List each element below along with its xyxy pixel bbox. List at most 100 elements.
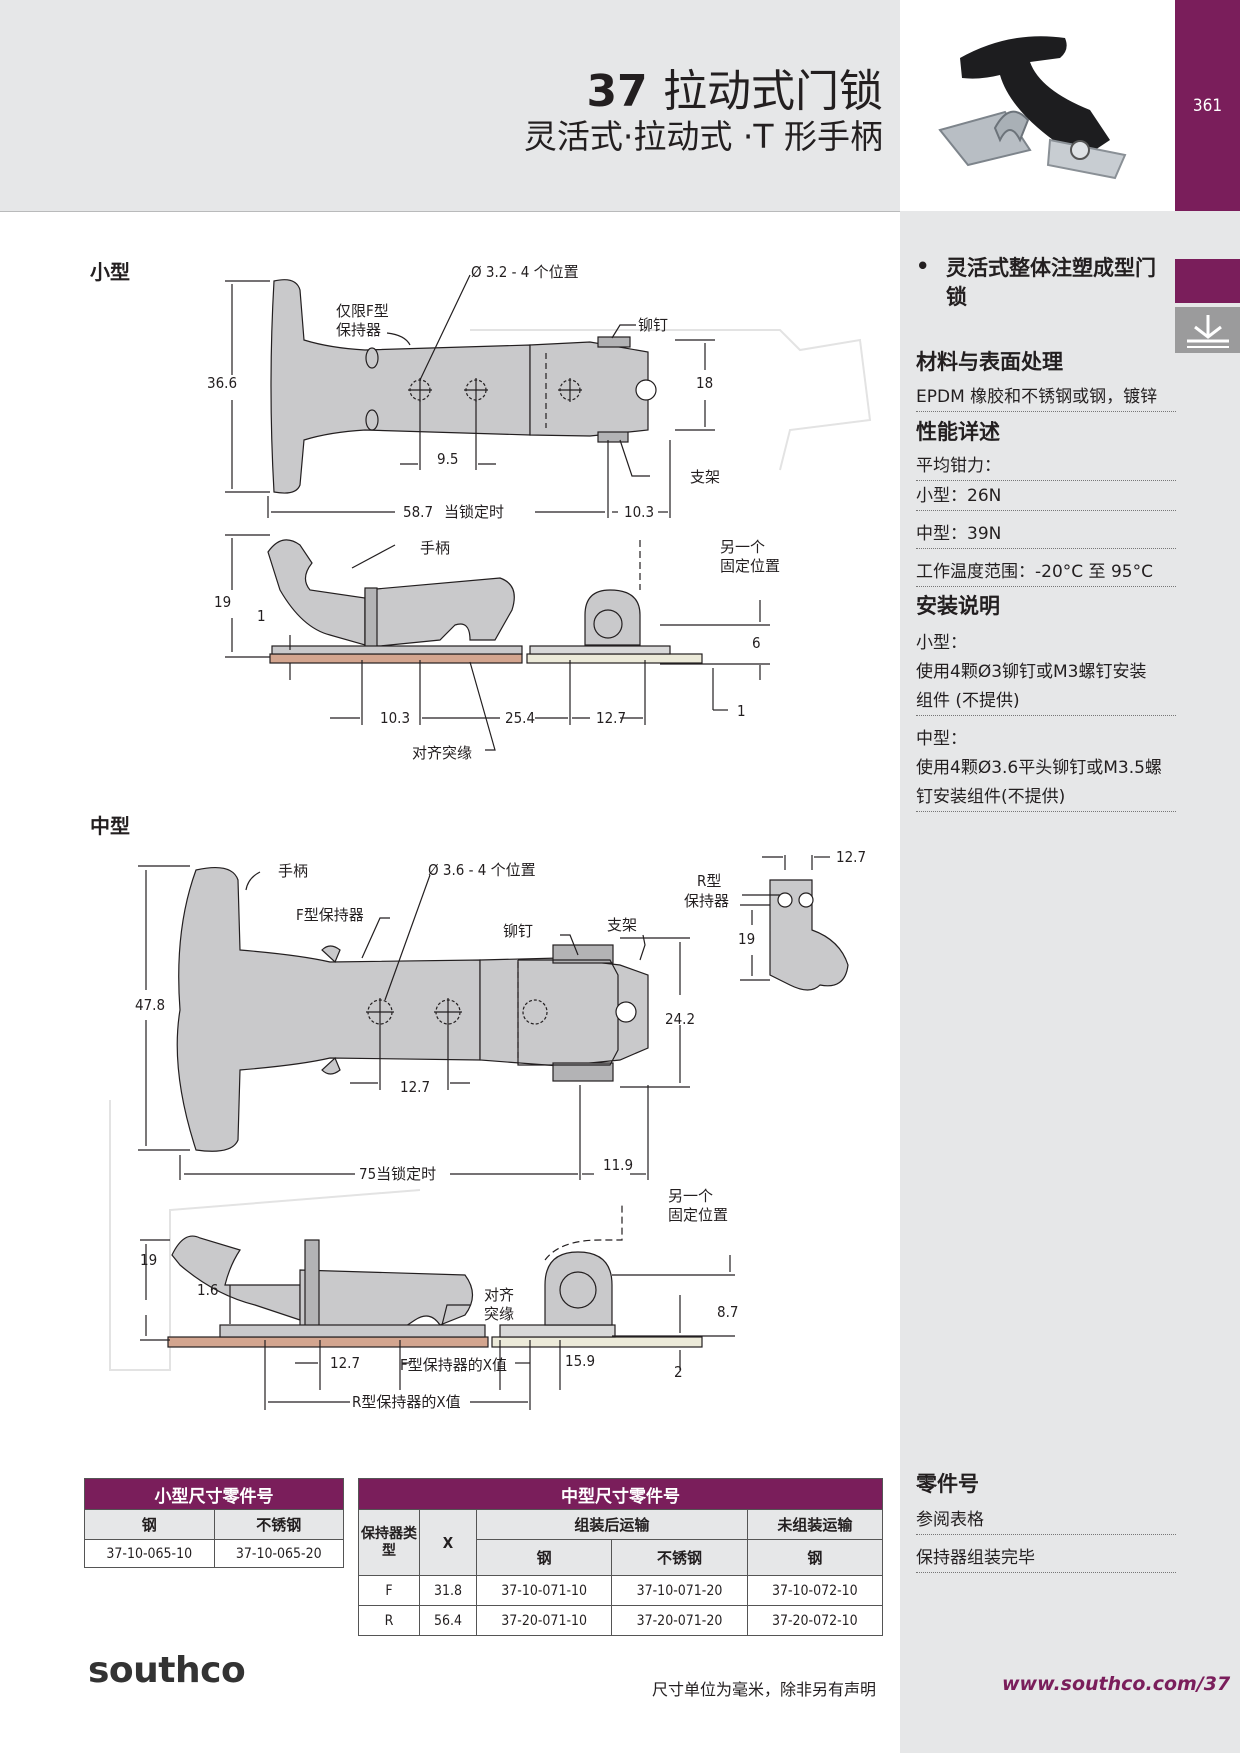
- table-cell: 37-10-072-10: [746, 1575, 884, 1606]
- col-retainer-type: 保持器类型: [358, 1509, 420, 1576]
- table-row: F 31.8 37-10-071-10 37-10-071-20 37-10-0…: [358, 1575, 884, 1606]
- perf-row: 平均钳力：: [916, 451, 1176, 481]
- small-rivet-label: 铆钉: [638, 316, 668, 334]
- dim-label: 12.7: [596, 709, 626, 727]
- dim-label: 19: [738, 930, 755, 948]
- dim-label: 1: [257, 607, 266, 625]
- table-cell: F: [358, 1575, 420, 1606]
- medium-r-x: R型保持器的X值: [352, 1393, 461, 1411]
- dim-label: 24.2: [665, 1010, 695, 1028]
- small-handle-side: [267, 539, 366, 646]
- table-cell: 37-10-071-10: [475, 1575, 613, 1606]
- small-lever-side: [364, 577, 515, 647]
- col-steel: 钢: [475, 1539, 613, 1576]
- small-table-header: 不锈钢: [213, 1509, 344, 1540]
- r-retainer-label: 保持器: [684, 892, 729, 910]
- install-small-label: 小型：: [916, 633, 967, 653]
- small-alt-pos: 固定位置: [720, 557, 780, 575]
- feature-bullet: •: [916, 254, 930, 278]
- table-cell: 37-10-071-20: [611, 1575, 748, 1606]
- medium-align: 对齐: [484, 1286, 514, 1304]
- dim-label: 9.5: [437, 450, 458, 468]
- small-panel-copper: [269, 653, 523, 664]
- small-rivet-bottom: [597, 431, 629, 443]
- dim-label: 12.7: [330, 1354, 360, 1372]
- medium-handle-label: 手柄: [278, 862, 308, 880]
- install-medium-label: 中型：: [916, 729, 967, 749]
- col-steel-unassembled: 钢: [746, 1539, 884, 1576]
- small-rivet: [597, 336, 631, 348]
- dim-label: 18: [696, 374, 713, 392]
- header-band: [0, 0, 900, 212]
- medium-latch-drawing: 手柄 Ø 3.6 - 4 个位置 F型保持器 铆钉 支架 R型 保持器 12.7…: [109, 848, 866, 1411]
- dim-label: 12.7: [400, 1078, 430, 1096]
- small-handle-top: [270, 279, 531, 494]
- r-retainer-label: R型: [697, 872, 721, 890]
- performance-heading: 性能详述: [916, 420, 1000, 444]
- small-handle-label: 手柄: [420, 539, 450, 557]
- col-unassembled: 未组装运输: [746, 1509, 884, 1540]
- install-small-line: 组件 (不提供): [916, 686, 1176, 716]
- perf-row: 小型：26N: [916, 481, 1176, 511]
- material-heading: 材料与表面处理: [916, 350, 1063, 374]
- dim-label: 1.6: [197, 1281, 218, 1299]
- small-retainer-note: 保持器: [336, 321, 381, 339]
- section-label-medium: 中型: [90, 814, 130, 838]
- table-cell: 37-10-065-10: [84, 1539, 215, 1568]
- table-cell: 37-10-065-20: [213, 1539, 344, 1568]
- medium-handle-top: [176, 867, 481, 1152]
- feature-text: 灵活式整体注塑成型门锁: [946, 256, 1156, 309]
- southco-logo: southco: [88, 1650, 246, 1691]
- small-align-flange: 对齐突缘: [412, 744, 472, 762]
- perf-row: 工作温度范围：-20°C 至 95°C: [916, 557, 1176, 587]
- page-number-tab: 361: [1175, 0, 1240, 211]
- small-parts-table: 小型尺寸零件号 钢 不锈钢 37-10-065-10 37-10-065-20: [84, 1478, 344, 1568]
- material-value: EPDM 橡胶和不锈钢或钢，镀锌: [916, 382, 1176, 412]
- dim-label: 58.7: [403, 503, 433, 521]
- dim-label: 11.9: [603, 1156, 633, 1174]
- dim-label: 15.9: [565, 1352, 595, 1370]
- table-cell: 31.8: [419, 1575, 477, 1606]
- r-retainer: [769, 879, 849, 991]
- install-medium-line: 钉安装组件(不提供): [916, 782, 1176, 812]
- category-tab: [1175, 307, 1240, 353]
- medium-hole-note: Ø 3.6 - 4 个位置: [428, 861, 536, 879]
- dim-label: 10.3: [380, 709, 410, 727]
- small-retainer-note: 仅限F型: [336, 302, 389, 320]
- col-stainless: 不锈钢: [611, 1539, 748, 1576]
- table-cell: R: [358, 1605, 420, 1636]
- medium-alt-pos: 另一个: [668, 1187, 713, 1205]
- dim-label: 75当锁定时: [359, 1165, 436, 1183]
- small-bracket-top: [529, 341, 649, 437]
- medium-handle-side: [171, 1235, 301, 1321]
- small-table-title: 小型尺寸零件号: [84, 1478, 344, 1510]
- dim-label: 12.7: [836, 848, 866, 866]
- install-heading: 安装说明: [916, 594, 1000, 618]
- table-row: R 56.4 37-20-071-10 37-20-071-20 37-20-0…: [358, 1605, 884, 1636]
- table-cell: 56.4: [419, 1605, 477, 1636]
- medium-panel-cream: [491, 1336, 703, 1348]
- table-cell: 37-20-071-10: [475, 1605, 613, 1636]
- dim-label: 当锁定时: [444, 503, 504, 521]
- parts-row: 保持器组装完毕: [916, 1543, 1176, 1573]
- small-table-header: 钢: [84, 1509, 215, 1540]
- parts-row: 参阅表格: [916, 1505, 1176, 1535]
- col-x: X: [419, 1509, 477, 1576]
- dim-label: 19: [140, 1251, 157, 1269]
- dim-label: 6: [752, 634, 761, 652]
- latch-photo-illustration: [938, 36, 1127, 180]
- dim-label: 1: [737, 702, 746, 720]
- page-title: 37 拉动式门锁: [586, 66, 883, 117]
- medium-f-retainer: F型保持器: [296, 906, 364, 924]
- dim-label: 10.3: [624, 503, 654, 521]
- medium-parts-table: 中型尺寸零件号 保持器类型 X 组装后运输 未组装运输 钢 不锈钢 钢 F 31…: [358, 1478, 884, 1636]
- dim-label: 2: [674, 1363, 683, 1381]
- dim-label: 36.6: [207, 374, 237, 392]
- small-hole-note: Ø 3.2 - 4 个位置: [471, 263, 579, 281]
- medium-bracket-label: 支架: [607, 916, 637, 934]
- perf-row: 中型：39N: [916, 519, 1176, 549]
- website-link[interactable]: www.southco.com/37: [1002, 1673, 1231, 1695]
- medium-rivet: [552, 944, 614, 964]
- small-latch-drawing: Ø 3.2 - 4 个位置 仅限F型 保持器 铆钉 支架 36.6 18 9.5…: [207, 263, 872, 762]
- medium-rivet-label: 铆钉: [503, 922, 533, 940]
